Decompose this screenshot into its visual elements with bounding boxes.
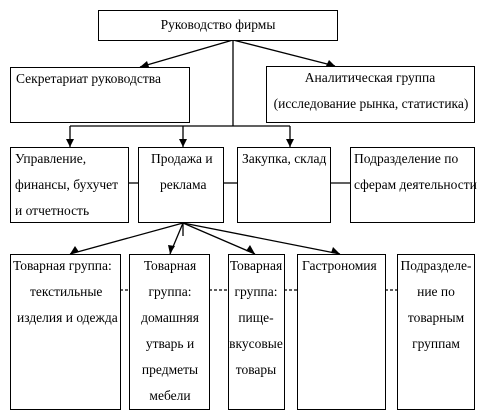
pg-label-food-2: группа: xyxy=(234,284,278,299)
dept-label-purchase: Закупка, склад xyxy=(242,151,327,166)
pg-label-subdivision-2: ние по xyxy=(417,284,455,299)
arrow-pg-2 xyxy=(168,245,175,254)
dept-label-management-3: и отчетность xyxy=(15,203,90,218)
pg-label-household-1: Товарная xyxy=(143,258,197,273)
pg-label-household-5: предметы xyxy=(141,362,199,377)
pg-label-subdivision-1: Подразделе- xyxy=(400,258,472,273)
pg-label-household-4: утварь и xyxy=(145,336,195,351)
pg-label-gastronomy: Гастрономия xyxy=(302,258,377,273)
dept-label-sales-2: реклама xyxy=(160,177,207,192)
dept-box-division xyxy=(350,147,475,223)
pg-label-subdivision-4: группам xyxy=(412,336,460,351)
arrow-dept-3 xyxy=(286,139,294,147)
connector-pg-4 xyxy=(182,222,341,255)
analytics-label-line-2: (исследование рынка, статистика) xyxy=(273,96,469,111)
pg-box-food xyxy=(228,254,285,410)
pg-box-gastronomy xyxy=(297,254,386,410)
root-label: Руководство фирмы xyxy=(160,17,276,32)
pg-label-household-6: мебели xyxy=(149,388,191,403)
dept-box-purchase xyxy=(237,147,331,223)
pg-box-household xyxy=(129,254,210,410)
arrow-dept-1 xyxy=(66,139,74,147)
root-box xyxy=(98,10,338,41)
pg-label-food-5: товары xyxy=(235,362,277,377)
arrow-secretariat xyxy=(140,61,149,67)
secretariat-label: Секретариат руководства xyxy=(16,71,161,86)
pg-box-textile xyxy=(10,254,121,410)
analytics-label-line-1: Аналитическая группа xyxy=(304,70,436,85)
dept-label-management-2: финансы, бухучет xyxy=(15,177,118,192)
dept-label-division-1: Подразделение по xyxy=(354,151,459,166)
pg-label-food-1: Товарная xyxy=(229,258,283,273)
pg-label-household-2: группа: xyxy=(148,284,192,299)
secretariat-box xyxy=(10,67,190,123)
pg-label-textile-2: текстильные xyxy=(30,284,103,299)
dept-label-management-1: Управление, xyxy=(15,151,87,166)
arrow-analytics xyxy=(326,60,335,66)
pg-label-subdivision-3: товарным xyxy=(407,310,465,325)
connector-pg-1 xyxy=(69,222,184,255)
dept-label-division-2: сферам деятельности xyxy=(354,177,477,192)
dept-box-management xyxy=(10,147,129,223)
connector-root-secretariat xyxy=(139,39,234,68)
pg-box-subdivision xyxy=(397,254,475,410)
pg-label-textile-1: Товарная группа: xyxy=(13,258,112,273)
pg-label-food-4: вкусовые xyxy=(229,336,283,351)
arrow-dept-2 xyxy=(179,139,187,147)
pg-label-household-3: домашняя xyxy=(141,310,199,325)
connector-pg-3 xyxy=(182,222,256,255)
analytics-box xyxy=(266,66,475,123)
arrow-pg-4 xyxy=(331,247,340,254)
connector-root-analytics xyxy=(232,39,336,67)
arrow-pg-1 xyxy=(70,246,79,254)
pg-label-textile-3: изделия и одежда xyxy=(17,310,118,325)
dept-label-sales-1: Продажа и xyxy=(151,151,213,166)
dept-box-sales xyxy=(138,147,224,223)
pg-label-food-3: пище- xyxy=(238,310,274,325)
arrow-pg-3 xyxy=(246,245,255,254)
